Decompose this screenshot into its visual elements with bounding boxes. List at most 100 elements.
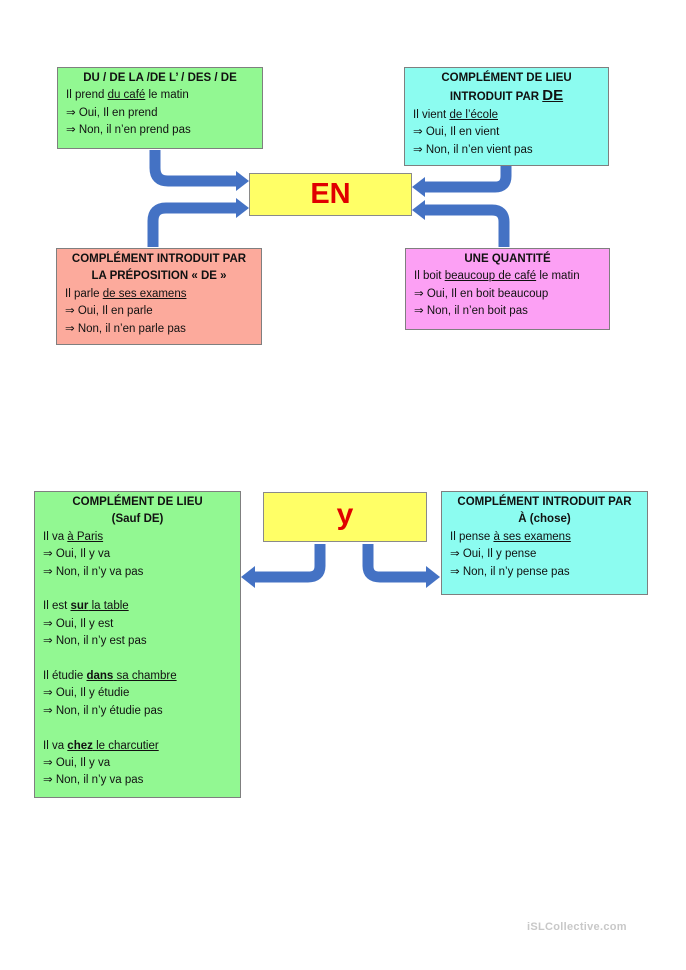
- line-segment: ⇒ Non, il n’en boit pas: [414, 305, 528, 318]
- y-label: y: [336, 498, 354, 531]
- line-segment: ⇒ Oui, Il y va: [43, 548, 111, 561]
- line-segment: ⇒ Non, il n’en vient pas: [413, 143, 533, 156]
- example-line: ⇒ Non, il n’en boit pas: [414, 303, 601, 320]
- example-line: Il vient de l’école: [413, 107, 600, 124]
- box-title-text: COMPLÉMENT INTRODUIT PAR: [457, 496, 632, 508]
- example-line: Il parle de ses examens: [65, 286, 253, 303]
- spacer: [43, 651, 232, 668]
- line-segment: Il prend: [66, 89, 108, 102]
- line-segment: sa chambre: [113, 670, 177, 683]
- example-line: Il va chez le charcutier: [43, 738, 232, 755]
- spacer: [43, 720, 232, 737]
- line-segment: à Paris: [67, 530, 104, 543]
- box-title-text: COMPLÉMENT DE LIEU: [72, 496, 203, 508]
- box-title: COMPLÉMENT INTRODUIT PAR: [450, 494, 639, 511]
- arrow-y-left: [255, 544, 326, 583]
- box-complement-lieu-de: COMPLÉMENT DE LIEU INTRODUIT PAR DE Il vie…: [404, 67, 609, 166]
- example-line: Il prend du café le matin: [66, 87, 254, 104]
- box-title-emphasis: DE: [542, 87, 564, 105]
- line-segment: dans: [86, 670, 114, 683]
- box-title: (Sauf DE): [43, 511, 232, 528]
- example-line: ⇒ Non, il n’en vient pas: [413, 142, 600, 159]
- line-segment: Il étudie: [43, 670, 87, 683]
- example-line: Il va à Paris: [43, 529, 232, 546]
- line-segment: de ses examens: [102, 287, 187, 300]
- example-line: ⇒ Oui, Il y va: [43, 755, 232, 772]
- line-segment: ⇒ Non, il n’y va pas: [43, 774, 144, 787]
- box-title: LA PRÉPOSITION « DE »: [65, 268, 253, 285]
- example-line: Il étudie dans sa chambre: [43, 668, 232, 685]
- line-segment: Il va: [43, 530, 68, 543]
- example-line: ⇒ Non, il n’y va pas: [43, 772, 232, 789]
- box-title: UNE QUANTITÉ: [414, 251, 601, 268]
- example-line: ⇒ Oui, Il en prend: [66, 105, 254, 122]
- line-segment: ⇒ Non, il n’y va pas: [43, 565, 144, 578]
- box-title-text: (Sauf DE): [111, 513, 164, 526]
- example-line: ⇒ Oui, Il en boit beaucoup: [414, 286, 601, 303]
- line-segment: ⇒ Oui, Il en parle: [65, 305, 153, 318]
- line-segment: ⇒ Oui, Il y va: [43, 757, 111, 770]
- line-segment: à ses examens: [493, 530, 571, 543]
- line-segment: la table: [88, 600, 129, 613]
- box-complement-a-chose: COMPLÉMENT INTRODUIT PAR À (chose) Il pens…: [441, 491, 648, 595]
- line-segment: ⇒ Oui, Il y est: [43, 617, 114, 630]
- example-line: Il est sur la table: [43, 598, 232, 615]
- line-segment: de l’école: [449, 108, 499, 121]
- line-segment: le charcutier: [92, 739, 159, 752]
- line-segment: ⇒ Non, il n’en prend pas: [66, 124, 191, 137]
- line-segment: Il pense: [450, 530, 494, 543]
- box-title-text: DU / DE LA /DE L’ / DES / DE: [83, 72, 237, 84]
- example-line: ⇒ Non, il n’y pense pas: [450, 564, 639, 581]
- en-center-box: EN: [249, 173, 412, 216]
- example-line: ⇒ Non, il n’en parle pas: [65, 321, 253, 338]
- line-segment: ⇒ Oui, Il en boit beaucoup: [414, 287, 549, 300]
- spacer: [43, 581, 232, 598]
- box-du-de-la: DU / DE LA /DE L’ / DES / DE Il prend du …: [57, 67, 263, 149]
- line-segment: sur: [70, 600, 89, 613]
- arrow-lieu-de: [425, 166, 512, 193]
- line-segment: ⇒ Non, il n’y étudie pas: [43, 704, 163, 717]
- box-title-text: LA PRÉPOSITION « DE »: [91, 270, 227, 283]
- box-title-text: COMPLÉMENT DE LIEU: [441, 72, 572, 84]
- line-segment: Il boit: [414, 270, 445, 283]
- example-line: ⇒ Non, il n’en prend pas: [66, 122, 254, 139]
- box-title: COMPLÉMENT DE LIEU: [43, 494, 232, 511]
- line-segment: le matin: [536, 270, 580, 283]
- box-title-text: INTRODUIT PAR: [449, 91, 543, 104]
- line-segment: ⇒ Oui, Il y étudie: [43, 687, 130, 700]
- box-title: COMPLÉMENT DE LIEU: [413, 70, 600, 87]
- line-segment: Il parle: [65, 287, 103, 300]
- en-label: EN: [310, 178, 351, 210]
- box-title: DU / DE LA /DE L’ / DES / DE: [66, 70, 254, 87]
- box-title-text: UNE QUANTITÉ: [464, 253, 551, 265]
- example-line: Il boit beaucoup de café le matin: [414, 268, 601, 285]
- example-line: ⇒ Oui, Il en vient: [413, 124, 600, 141]
- line-segment: du café: [107, 89, 146, 102]
- line-segment: ⇒ Non, il n’en parle pas: [65, 322, 186, 335]
- arrow-y-right: [362, 544, 426, 583]
- example-line: ⇒ Non, il n’y est pas: [43, 633, 232, 650]
- line-segment: ⇒ Non, il n’y pense pas: [450, 565, 570, 578]
- example-line: ⇒ Non, il n’y va pas: [43, 564, 232, 581]
- line-segment: ⇒ Non, il n’y est pas: [43, 635, 147, 648]
- box-title: COMPLÉMENT INTRODUIT PAR: [65, 251, 253, 268]
- line-segment: ⇒ Oui, Il en vient: [413, 126, 500, 139]
- line-segment: le matin: [145, 89, 189, 102]
- box-une-quantite: UNE QUANTITÉ Il boit beaucoup de café le …: [405, 248, 610, 330]
- line-segment: ⇒ Oui, Il y pense: [450, 548, 537, 561]
- box-title: À (chose): [450, 511, 639, 528]
- watermark: iSLCollective.com: [527, 921, 627, 933]
- line-segment: chez: [67, 739, 93, 752]
- box-title-text: À (chose): [518, 513, 571, 526]
- y-center-box: y: [263, 492, 427, 542]
- line-segment: beaucoup de café: [444, 270, 537, 283]
- arrow-preposition-de: [147, 202, 236, 247]
- example-line: ⇒ Oui, Il y va: [43, 546, 232, 563]
- box-title-text: COMPLÉMENT INTRODUIT PAR: [71, 253, 247, 265]
- example-line: ⇒ Oui, Il en parle: [65, 303, 253, 320]
- box-complement-lieu-sauf-de: COMPLÉMENT DE LIEU (Sauf DE) Il va à Paris…: [34, 491, 241, 798]
- example-line: ⇒ Oui, Il y étudie: [43, 685, 232, 702]
- line-segment: Il vient: [413, 108, 450, 121]
- line-segment: Il est: [43, 600, 71, 613]
- arrow-quantite: [425, 204, 510, 247]
